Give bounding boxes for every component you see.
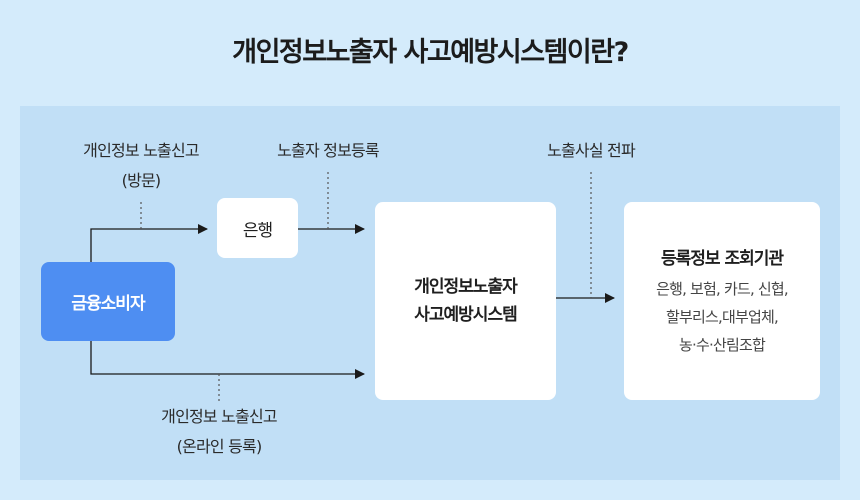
org-line3: 농·수·산림조합 [679, 335, 766, 354]
label-online-report-line1: 개인정보 노출신고 [161, 407, 277, 426]
node-financial-consumer: 금융소비자 [41, 262, 175, 341]
node-bank: 은행 [217, 198, 298, 258]
label-visit-report: 개인정보 노출신고 (방문) [56, 136, 226, 196]
page-title: 개인정보노출자 사고예방시스템이란? [232, 37, 629, 68]
node-prevention-system: 개인정보노출자 사고예방시스템 [375, 202, 556, 400]
arrow-consumer-to-bank [90, 224, 208, 262]
label-visit-report-line1: 개인정보 노출신고 [83, 141, 199, 160]
org-title: 등록정보 조회기관 [660, 248, 784, 269]
org-line2: 할부리스,대부업체, [666, 307, 779, 326]
label-online-report: 개인정보 노출신고 (온라인 등록) [134, 402, 304, 462]
org-description: 은행, 보험, 카드, 신협, 할부리스,대부업체, 농·수·산림조합 [656, 275, 789, 359]
label-bank-register: 노출자 정보등록 [277, 141, 380, 160]
system-line1: 개인정보노출자 [414, 277, 517, 297]
org-line1: 은행, 보험, 카드, 신협, [656, 279, 789, 298]
arrow-consumer-to-system [90, 341, 365, 379]
label-visit-report-line2: (방문) [121, 171, 162, 190]
label-online-report-line2: (온라인 등록) [176, 437, 263, 456]
label-spread: 노출사실 전파 [547, 141, 636, 160]
node-inquiry-institutions: 등록정보 조회기관 은행, 보험, 카드, 신협, 할부리스,대부업체, 농·수… [624, 202, 820, 400]
system-line2: 사고예방시스템 [414, 305, 517, 325]
